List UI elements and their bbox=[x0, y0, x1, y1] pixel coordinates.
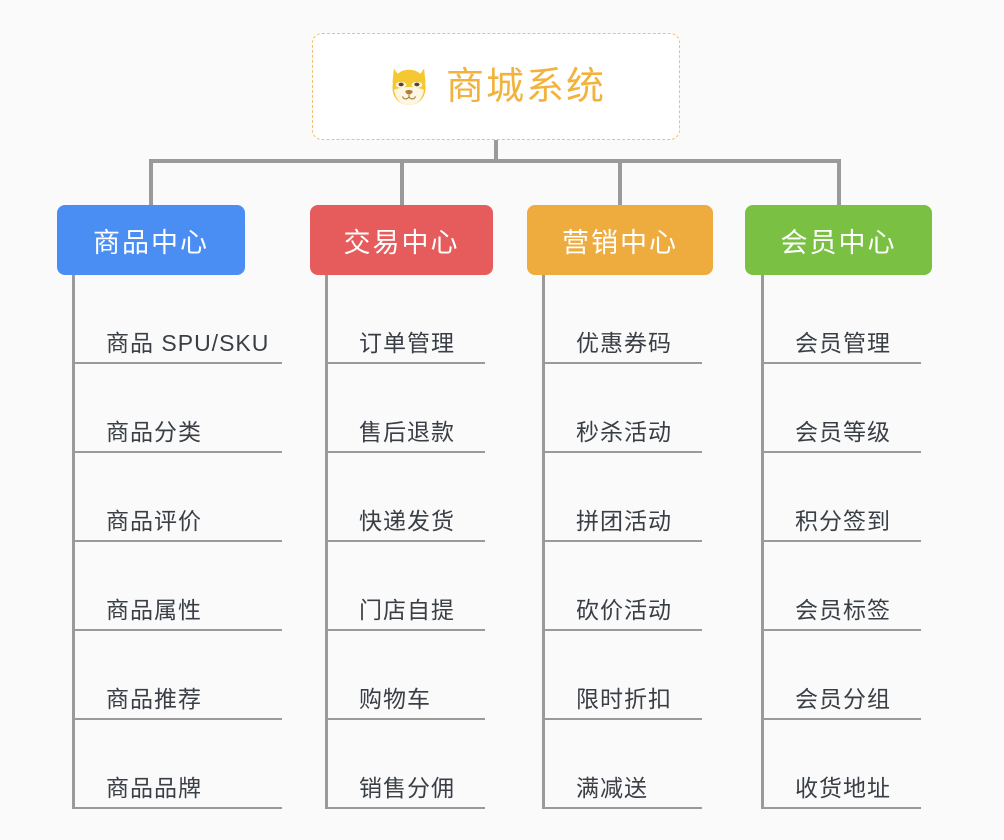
category-box-3[interactable]: 营销中心 bbox=[527, 205, 713, 275]
leaf-item[interactable]: 商品 SPU/SKU bbox=[72, 275, 282, 364]
leaf-item-label: 拼团活动 bbox=[576, 507, 672, 534]
leaf-item[interactable]: 砍价活动 bbox=[542, 542, 702, 631]
leaf-spine bbox=[542, 275, 545, 809]
leaf-column-3: 优惠券码秒杀活动拼团活动砍价活动限时折扣满减送 bbox=[542, 275, 702, 809]
leaf-item-label: 商品评价 bbox=[106, 507, 202, 534]
leaf-item[interactable]: 购物车 bbox=[325, 631, 485, 720]
category-label: 商品中心 bbox=[93, 227, 209, 258]
leaf-item[interactable]: 会员管理 bbox=[761, 275, 921, 364]
leaf-item[interactable]: 积分签到 bbox=[761, 453, 921, 542]
category-box-1[interactable]: 商品中心 bbox=[57, 205, 245, 275]
leaf-item[interactable]: 商品属性 bbox=[72, 542, 282, 631]
leaf-item-label: 优惠券码 bbox=[576, 329, 672, 356]
leaf-item[interactable]: 会员等级 bbox=[761, 364, 921, 453]
leaf-item-label: 砍价活动 bbox=[576, 596, 672, 623]
leaf-item[interactable]: 会员标签 bbox=[761, 542, 921, 631]
connector-bus bbox=[149, 159, 841, 163]
leaf-item[interactable]: 拼团活动 bbox=[542, 453, 702, 542]
shiba-dog-face-icon bbox=[392, 67, 426, 105]
leaf-item[interactable]: 快递发货 bbox=[325, 453, 485, 542]
category-label: 交易中心 bbox=[343, 227, 460, 258]
leaf-item-label: 收货地址 bbox=[795, 774, 891, 801]
connector-drop-2 bbox=[400, 159, 404, 205]
root-node[interactable]: 商城系统 bbox=[312, 33, 680, 140]
leaf-column-2: 订单管理售后退款快递发货门店自提购物车销售分佣 bbox=[325, 275, 485, 809]
leaf-item-label: 销售分佣 bbox=[359, 774, 455, 801]
leaf-item-label: 满减送 bbox=[576, 774, 648, 801]
leaf-item-label: 售后退款 bbox=[359, 418, 455, 445]
leaf-item-label: 购物车 bbox=[359, 685, 431, 712]
leaf-column-4: 会员管理会员等级积分签到会员标签会员分组收货地址 bbox=[761, 275, 921, 809]
leaf-item-label: 限时折扣 bbox=[576, 685, 672, 712]
leaf-spine bbox=[761, 275, 764, 809]
leaf-item-label: 商品属性 bbox=[106, 596, 202, 623]
leaf-item-label: 商品推荐 bbox=[106, 685, 202, 712]
leaf-item[interactable]: 门店自提 bbox=[325, 542, 485, 631]
category-label: 营销中心 bbox=[562, 227, 678, 258]
leaf-item[interactable]: 商品评价 bbox=[72, 453, 282, 542]
leaf-item-label: 订单管理 bbox=[359, 329, 455, 356]
leaf-item-label: 积分签到 bbox=[795, 507, 891, 534]
leaf-item-label: 会员分组 bbox=[795, 685, 891, 712]
connector-drop-4 bbox=[837, 159, 841, 205]
leaf-item-label: 商品 SPU/SKU bbox=[106, 329, 270, 356]
leaf-item[interactable]: 优惠券码 bbox=[542, 275, 702, 364]
leaf-item-label: 商品分类 bbox=[106, 418, 202, 445]
leaf-item-label: 会员等级 bbox=[795, 418, 891, 445]
leaf-column-1: 商品 SPU/SKU 商品分类商品评价商品属性商品推荐商品品牌 bbox=[72, 275, 282, 809]
leaf-spine bbox=[72, 275, 75, 809]
leaf-item[interactable]: 限时折扣 bbox=[542, 631, 702, 720]
category-box-4[interactable]: 会员中心 bbox=[745, 205, 932, 275]
leaf-item-label: 会员管理 bbox=[795, 329, 891, 356]
leaf-item-label: 门店自提 bbox=[359, 596, 455, 623]
leaf-item[interactable]: 秒杀活动 bbox=[542, 364, 702, 453]
leaf-item-label: 快递发货 bbox=[359, 507, 455, 534]
leaf-item-label: 商品品牌 bbox=[106, 774, 202, 801]
leaf-item[interactable]: 收货地址 bbox=[761, 720, 921, 809]
root-title: 商城系统 bbox=[445, 65, 606, 108]
connector-drop-1 bbox=[149, 159, 153, 205]
leaf-item[interactable]: 满减送 bbox=[542, 720, 702, 809]
connector-root-stub bbox=[494, 140, 498, 163]
leaf-spine bbox=[325, 275, 328, 809]
category-box-2[interactable]: 交易中心 bbox=[310, 205, 493, 275]
connector-drop-3 bbox=[618, 159, 622, 205]
leaf-item[interactable]: 订单管理 bbox=[325, 275, 485, 364]
leaf-item[interactable]: 售后退款 bbox=[325, 364, 485, 453]
leaf-item[interactable]: 商品品牌 bbox=[72, 720, 282, 809]
leaf-item[interactable]: 商品推荐 bbox=[72, 631, 282, 720]
category-label: 会员中心 bbox=[780, 227, 897, 258]
leaf-item[interactable]: 销售分佣 bbox=[325, 720, 485, 809]
leaf-item-label: 秒杀活动 bbox=[576, 418, 672, 445]
leaf-item[interactable]: 会员分组 bbox=[761, 631, 921, 720]
leaf-item[interactable]: 商品分类 bbox=[72, 364, 282, 453]
leaf-item-label: 会员标签 bbox=[795, 596, 891, 623]
